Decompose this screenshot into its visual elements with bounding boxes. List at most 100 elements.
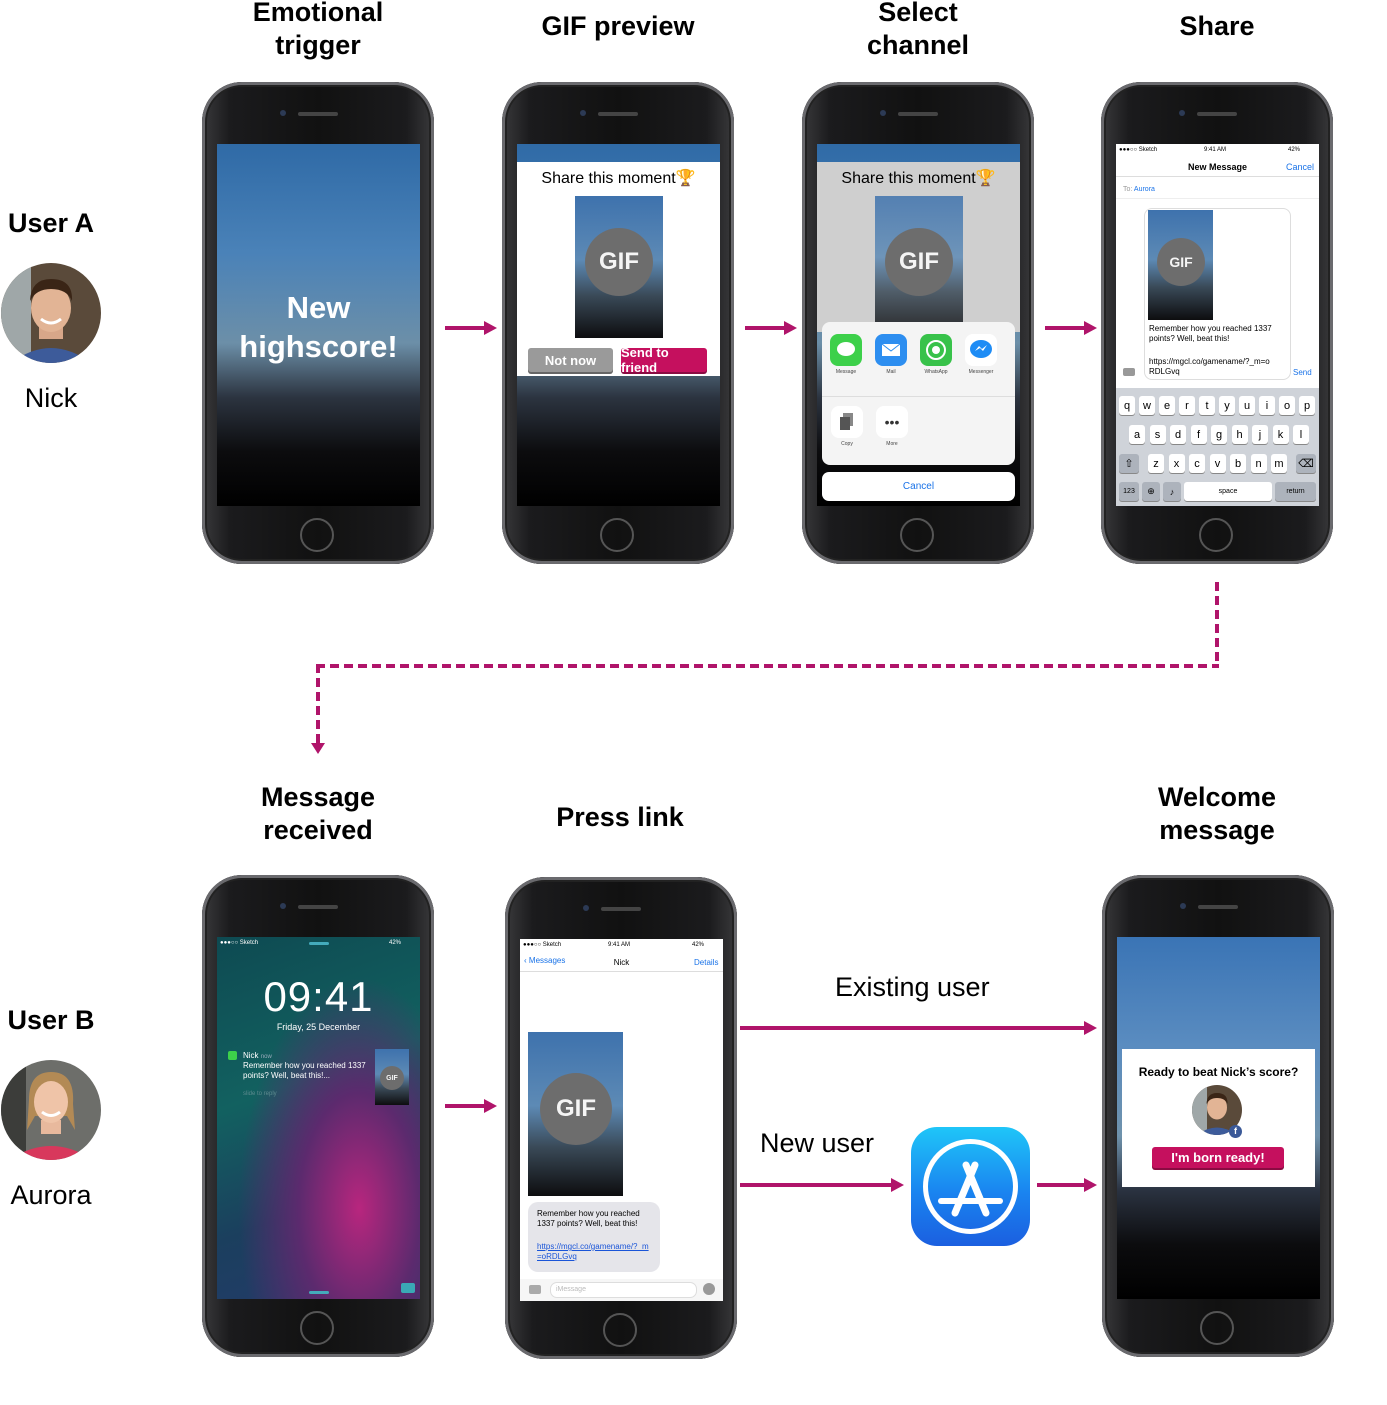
- action-more[interactable]: ••• More: [874, 406, 910, 447]
- space-key[interactable]: space: [1184, 482, 1272, 501]
- compose-cancel[interactable]: Cancel: [1286, 162, 1315, 172]
- app-mail[interactable]: Mail: [872, 334, 910, 375]
- flow-arrow-existing: [740, 1021, 1097, 1035]
- home-button[interactable]: [1200, 1311, 1234, 1345]
- notification[interactable]: Nick now Remember how you reached 1337 p…: [225, 1049, 415, 1111]
- delete-key[interactable]: ⌫: [1296, 454, 1316, 473]
- compose-box[interactable]: [1144, 208, 1291, 380]
- key-p[interactable]: p: [1299, 396, 1315, 415]
- welcome-question: Ready to beat Nick’s score?: [1138, 1065, 1299, 1079]
- key-e[interactable]: e: [1159, 396, 1175, 415]
- key-u[interactable]: u: [1239, 396, 1255, 415]
- screen-channel: Share this moment🏆 GIF Message Mail What…: [817, 144, 1020, 506]
- flow-arrow-4: [445, 1099, 497, 1113]
- send-button[interactable]: Send: [1293, 368, 1312, 377]
- home-button[interactable]: [600, 518, 634, 552]
- branch-existing-user: Existing user: [835, 972, 990, 1002]
- user-a-name: Nick: [24, 383, 78, 413]
- screen-preview: Share this moment🏆 GIF Not now Send to f…: [517, 144, 720, 506]
- key-a[interactable]: a: [1129, 425, 1145, 444]
- details-button[interactable]: Details: [694, 958, 719, 967]
- home-button[interactable]: [300, 1311, 334, 1345]
- home-button[interactable]: [1199, 518, 1233, 552]
- key-h[interactable]: h: [1231, 425, 1248, 444]
- key-w[interactable]: w: [1139, 396, 1155, 415]
- imessage-input[interactable]: iMessage: [550, 1282, 697, 1298]
- key-q[interactable]: q: [1119, 396, 1135, 415]
- highscore-text: New highscore!: [239, 290, 398, 364]
- not-now-button[interactable]: Not now: [528, 348, 613, 372]
- facebook-icon: f: [1229, 1125, 1242, 1138]
- screen-messages: ●●●○○ Sketch 9:41 AM 42% ‹ Messages Nick…: [520, 939, 723, 1301]
- flow-arrow-new: [740, 1178, 904, 1192]
- camera-icon[interactable]: [529, 1285, 541, 1294]
- key-b[interactable]: b: [1230, 454, 1246, 473]
- slide-to-reply: slide to reply: [243, 1091, 277, 1097]
- key-o[interactable]: o: [1279, 396, 1295, 415]
- heading-gif-preview: GIF preview: [541, 11, 695, 41]
- app-store-logo-icon: [923, 1139, 1018, 1234]
- send-to-friend-button[interactable]: Send to friend: [621, 345, 707, 375]
- key-r[interactable]: r: [1179, 396, 1195, 415]
- home-button[interactable]: [603, 1313, 637, 1347]
- dashed-connector-drop: [316, 664, 320, 744]
- key-j[interactable]: j: [1252, 425, 1268, 444]
- bottom-handle[interactable]: [309, 1291, 329, 1294]
- key-n[interactable]: n: [1250, 454, 1267, 473]
- home-button[interactable]: [900, 518, 934, 552]
- app-messenger[interactable]: Messenger: [961, 334, 1001, 375]
- camera-icon[interactable]: [1123, 368, 1135, 376]
- home-button[interactable]: [300, 518, 334, 552]
- compose-body: Remember how you reached 1337 points? We…: [1149, 324, 1272, 343]
- message-link[interactable]: https://mgcl.co/gamename/?_m=oRDLGvq: [537, 1242, 649, 1261]
- key-k[interactable]: k: [1272, 425, 1289, 444]
- copy-icon: [840, 413, 853, 430]
- battery: 42%: [692, 942, 705, 948]
- key-d[interactable]: d: [1170, 425, 1186, 444]
- globe-icon[interactable]: ⊕: [1142, 482, 1160, 501]
- back-button[interactable]: ‹ Messages: [524, 956, 566, 965]
- notification-sender: Nick: [243, 1051, 259, 1060]
- born-ready-button[interactable]: I'm born ready!: [1152, 1147, 1284, 1168]
- to-field[interactable]: To: Aurora: [1123, 186, 1155, 193]
- key-m[interactable]: m: [1271, 454, 1287, 473]
- camera-icon[interactable]: [401, 1283, 415, 1293]
- key-s[interactable]: s: [1149, 425, 1166, 444]
- phone-message-received: ●●●○○ Sketch 42% 09:41 Friday, 25 Decemb…: [202, 875, 434, 1357]
- screen-compose: ●●●○○ Sketch 9:41 AM 42% New Message Can…: [1116, 144, 1319, 506]
- phone-emotional-trigger: New highscore!: [202, 82, 434, 564]
- action-copy[interactable]: Copy: [829, 406, 865, 447]
- key-g[interactable]: g: [1211, 425, 1227, 444]
- key-x[interactable]: x: [1168, 454, 1185, 473]
- key-t[interactable]: t: [1199, 396, 1215, 415]
- key-y[interactable]: y: [1219, 396, 1235, 415]
- app-whatsapp[interactable]: WhatsApp: [917, 334, 955, 375]
- microphone-icon[interactable]: ♪: [1163, 482, 1181, 501]
- heading-welcome-message: Welcome message: [1157, 782, 1277, 845]
- app-message[interactable]: Message: [827, 334, 865, 375]
- shift-key[interactable]: ⇧: [1119, 454, 1139, 473]
- heading-emotional-trigger: Emotional trigger: [252, 0, 384, 60]
- numbers-key[interactable]: 123: [1119, 482, 1139, 501]
- heading-press-link: Press link: [556, 802, 684, 832]
- whatsapp-icon: [926, 340, 946, 360]
- microphone-icon[interactable]: [703, 1283, 715, 1295]
- key-c[interactable]: c: [1189, 454, 1205, 473]
- app-store-icon[interactable]: [911, 1127, 1030, 1246]
- key-z[interactable]: z: [1148, 454, 1164, 473]
- message-body: Remember how you reached 1337 points? We…: [537, 1209, 640, 1228]
- return-key[interactable]: return: [1275, 482, 1316, 501]
- key-v[interactable]: v: [1209, 454, 1226, 473]
- trophy-icon: 🏆: [975, 170, 996, 187]
- dialog-title: Share this moment🏆: [841, 170, 996, 187]
- lock-handle[interactable]: [309, 942, 329, 945]
- key-i[interactable]: i: [1259, 396, 1275, 415]
- key-l[interactable]: l: [1293, 425, 1309, 444]
- phone-press-link: ●●●○○ Sketch 9:41 AM 42% ‹ Messages Nick…: [505, 877, 737, 1359]
- message-icon: [837, 342, 855, 356]
- key-f[interactable]: f: [1190, 425, 1207, 444]
- phone-gif-preview: Share this moment🏆 GIF Not now Send to f…: [502, 82, 734, 564]
- cancel-button[interactable]: Cancel: [822, 472, 1015, 501]
- chevron-left-icon: ‹: [524, 956, 527, 965]
- gif-badge: GIF: [885, 228, 953, 296]
